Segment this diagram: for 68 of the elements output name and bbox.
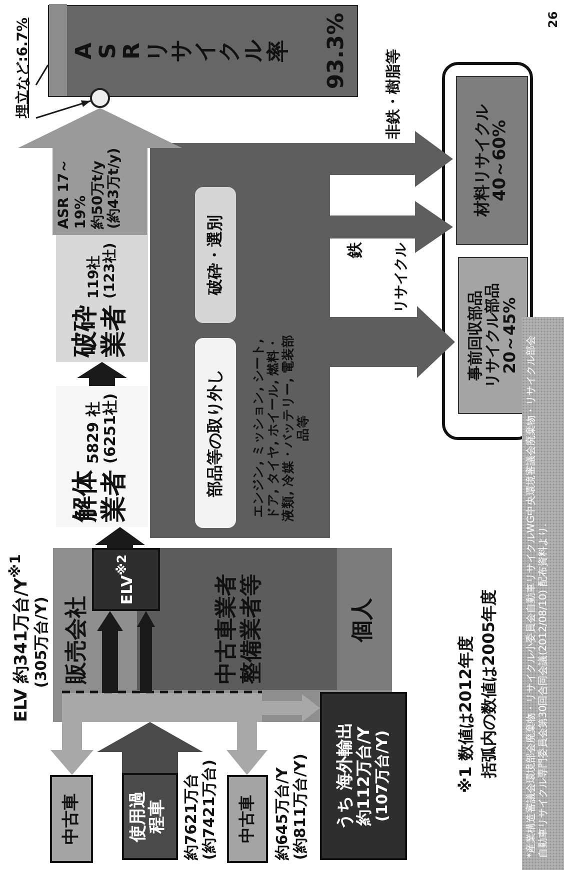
leader-line <box>35 64 49 86</box>
result-label: リサイクル部品 <box>484 283 502 388</box>
box-label: 中古車 <box>238 795 257 843</box>
process-pill <box>195 338 236 528</box>
arrow <box>36 100 91 119</box>
band-label: 中古車業者 <box>214 574 240 684</box>
band-label: 個人 <box>350 598 376 642</box>
flow-arrow <box>226 722 268 775</box>
business-title: 破砕業者 <box>71 304 129 357</box>
note-text: 括弧内の数値は2005年度 <box>479 589 499 778</box>
flow-arrow <box>330 131 453 187</box>
flow-arrow <box>97 611 123 693</box>
process-pill <box>195 187 236 323</box>
count-label: (123社) <box>102 242 118 299</box>
panel-subheading: (305万台/Y) <box>32 596 51 690</box>
result-label: 事前回収部品 <box>466 290 484 380</box>
flow-arrow <box>50 722 94 775</box>
flow-arrow <box>18 108 182 235</box>
flow-arrow <box>330 306 455 378</box>
label-box <box>92 548 160 611</box>
flow-arrow <box>330 201 453 253</box>
percentage-label: 20～45% <box>501 297 520 374</box>
band-label: 販売会社 <box>64 596 90 684</box>
flow-arrow <box>95 527 145 548</box>
rate-label: ASRリサイクル率 <box>73 40 291 62</box>
flow-arrow <box>262 694 320 722</box>
quantity-label: 約645万台/Y <box>273 766 291 860</box>
business-box <box>56 235 148 362</box>
box-label: うち 海外輸出 <box>336 722 356 830</box>
process-panel <box>150 143 330 538</box>
box-label: 部品等の取り外し <box>206 369 225 497</box>
box-label: 約112万台/Y <box>355 726 374 826</box>
note-text: ※1 数値は2012年度 <box>456 636 476 793</box>
box-label: (107万台/Y) <box>374 730 392 822</box>
junction-circle <box>90 88 110 108</box>
result-box <box>456 76 528 245</box>
percentage-label: 93.3% <box>324 12 349 90</box>
landfill-segment <box>49 4 67 96</box>
distribution-bar <box>62 693 262 722</box>
box-label: 破砕・選別 <box>206 215 225 295</box>
rate-box <box>48 5 358 97</box>
box-label: 使用過程車 <box>129 790 167 843</box>
box-label: 中古車 <box>62 794 82 844</box>
business-title: 解体業者 <box>71 469 129 522</box>
edge-label: ASR 17～19% 約50万t/y (約43万t/y) <box>56 146 124 229</box>
flow-arrow <box>77 362 127 386</box>
band-label: 整備業者等 <box>239 574 265 684</box>
page-number: 26 <box>546 11 560 28</box>
quantity-label: (約811万台/Y) <box>291 754 309 860</box>
quantity-label: (約7421万台) <box>200 760 218 860</box>
percentage-label: 40～60% <box>491 120 511 202</box>
flow-label: リサイクル <box>392 243 410 313</box>
flow-arrow <box>137 611 155 693</box>
flow-arrow <box>97 722 203 773</box>
source-note: *産業構造審議会環境部会廃棄物・リサイクル小委員会自動車リサイクルWG中央環境審議会廃棄物・リサイクル部会自動車リサイクル専門委員会第30回合同会議(2012/08/10) 配布資料より. <box>522 317 564 870</box>
quantity-label: 約7621万台 <box>182 772 200 860</box>
vehicle-box <box>227 775 268 863</box>
parts-list: エンジン, ミッション, シート, ドア, タイヤ, ホイール, 燃料・液類, 冷媒・バッテリー, 電装部品等 <box>250 330 310 526</box>
vehicle-box <box>50 775 93 863</box>
count-label: (6251社) <box>102 393 120 464</box>
count-label: 119社 <box>86 255 102 299</box>
edge-label: 非鉄・樹脂等 <box>384 48 402 139</box>
result-label: 材料リサイクル <box>473 104 492 216</box>
business-box <box>56 386 148 527</box>
count-label: 5829 社 <box>84 402 102 464</box>
export-box <box>320 692 407 860</box>
edge-label: 鉄 <box>345 241 364 258</box>
vehicle-box <box>122 773 178 860</box>
